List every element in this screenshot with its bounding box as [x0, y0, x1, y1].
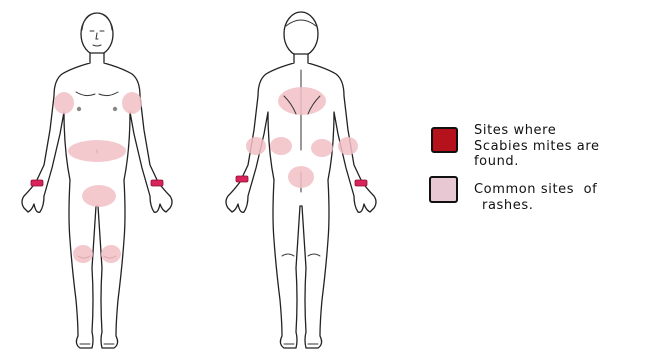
legend-label-mite-sites-line2: Scabies mites are	[474, 139, 600, 154]
back-mite-left-wrist	[355, 180, 367, 186]
legend-swatch-mite-sites	[432, 128, 457, 152]
front-rash-waist	[68, 140, 126, 162]
back-rash-buttocks	[288, 166, 314, 188]
legend-swatch-rash-sites	[430, 177, 457, 202]
legend: Sites where Scabies mites are found. Com…	[430, 123, 600, 213]
legend-label-rash-sites-line1: Common sites of	[474, 182, 597, 197]
back-rash-upper-back	[278, 87, 326, 115]
front-body-figure	[22, 13, 172, 348]
back-mite-right-wrist	[236, 176, 248, 182]
back-body-figure	[226, 12, 376, 348]
back-rash-left-elbow	[338, 137, 358, 155]
front-nipple-right	[77, 107, 81, 111]
back-rash-lower-back-left	[311, 139, 333, 157]
legend-label-mite-sites-line3: found.	[474, 154, 519, 169]
legend-label-rash-sites-line2: rashes.	[482, 198, 533, 213]
legend-label-mite-sites-line1: Sites where	[474, 123, 556, 138]
front-rash-left-knee	[101, 245, 121, 263]
front-rash-right-shoulder	[54, 92, 74, 114]
front-mite-right-wrist	[31, 180, 43, 186]
front-nipple-left	[113, 107, 117, 111]
back-rash-right-elbow	[246, 137, 266, 155]
back-head	[284, 12, 318, 56]
front-mite-left-wrist	[151, 180, 163, 186]
back-rash-lower-back-right	[270, 137, 292, 155]
front-rash-groin	[82, 185, 116, 207]
front-rash-left-shoulder	[122, 92, 142, 114]
legend-item-mite-sites: Sites where Scabies mites are found.	[432, 123, 600, 169]
front-rash-right-knee	[73, 245, 93, 263]
legend-item-rash-sites: Common sites of rashes.	[430, 177, 597, 213]
